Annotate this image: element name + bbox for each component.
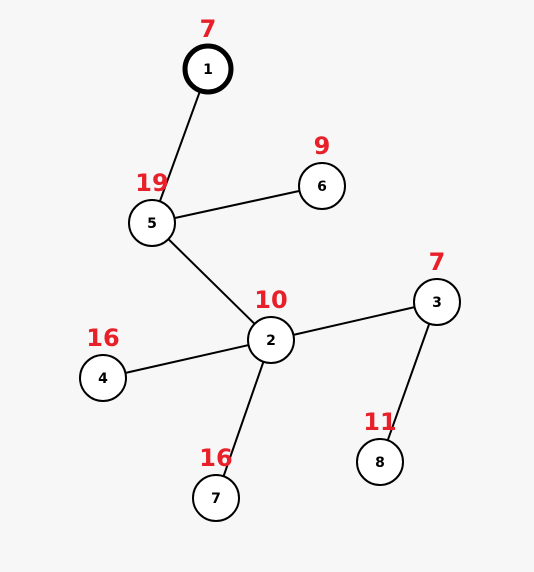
edge-2-3 xyxy=(270,301,438,341)
node-circle-4 xyxy=(79,354,127,402)
node-circle-6 xyxy=(298,162,346,210)
node-weight-1: 7 xyxy=(200,15,217,43)
edge-5-2 xyxy=(151,222,272,341)
node-weight-2: 10 xyxy=(254,286,287,314)
node-3: 37 xyxy=(413,248,461,326)
node-8: 8 11 xyxy=(356,408,404,486)
node-circle-5 xyxy=(128,199,176,247)
edge-3-8 xyxy=(379,301,438,463)
edges-layer xyxy=(102,68,438,499)
edge-1-5 xyxy=(151,68,209,224)
node-2: 2 10 xyxy=(247,286,295,364)
edge-2-4 xyxy=(102,339,272,379)
node-label-4: 4 xyxy=(98,371,108,387)
node-5: 5 19 xyxy=(128,169,176,247)
node-1: 17 xyxy=(182,15,234,95)
node-weight-7: 16 xyxy=(199,444,232,472)
node-label-6: 6 xyxy=(317,179,327,195)
node-4: 4 16 xyxy=(79,324,127,402)
node-weight-8: 11 xyxy=(363,408,396,436)
node-label-8: 8 xyxy=(375,455,385,471)
node-label-7: 7 xyxy=(211,491,221,507)
node-circle-8 xyxy=(356,438,404,486)
node-weight-4: 16 xyxy=(86,324,119,352)
node-circle-7 xyxy=(192,474,240,522)
node-circle-1 xyxy=(182,43,234,95)
node-circle-3 xyxy=(413,278,461,326)
node-label-3: 3 xyxy=(432,295,442,311)
node-weight-5: 19 xyxy=(135,169,168,197)
edge-2-7 xyxy=(215,339,272,499)
node-6: 69 xyxy=(298,132,346,210)
node-weight-6: 9 xyxy=(314,132,331,160)
node-label-1: 1 xyxy=(203,62,213,78)
node-label-2: 2 xyxy=(266,333,276,349)
node-label-5: 5 xyxy=(147,216,157,232)
edge-5-6 xyxy=(151,185,323,224)
node-7: 7 16 xyxy=(192,444,240,522)
node-circle-2 xyxy=(247,316,295,364)
node-weight-3: 7 xyxy=(429,248,446,276)
